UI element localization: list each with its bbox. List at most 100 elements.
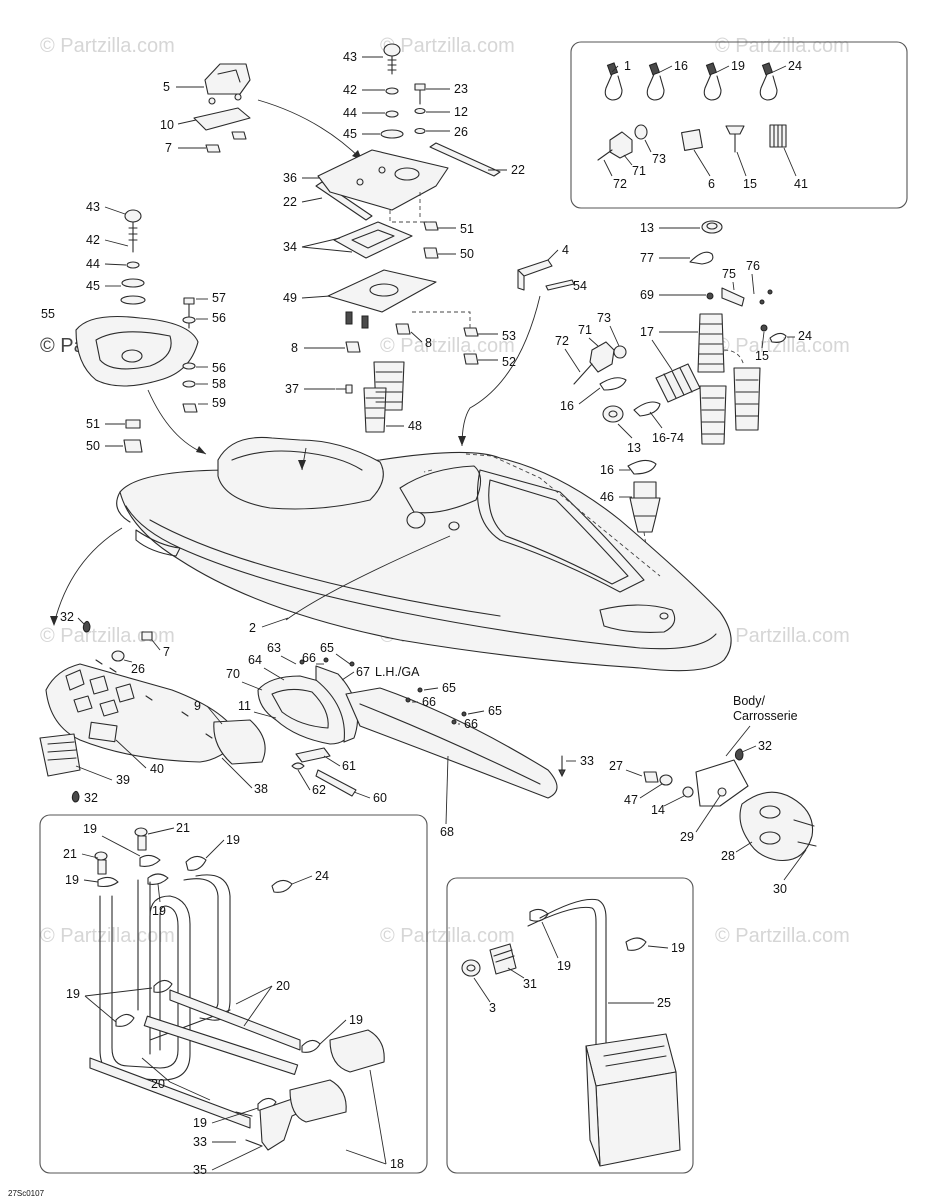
callout-17: 17 bbox=[640, 325, 654, 339]
callout-47: 47 bbox=[624, 793, 638, 807]
reboarding-handle-parts bbox=[89, 827, 385, 1151]
hardware-inset-parts bbox=[597, 62, 787, 161]
backing-plate bbox=[193, 107, 251, 131]
callout-55: 55 bbox=[41, 307, 55, 321]
gasket bbox=[333, 221, 413, 259]
battery-body bbox=[595, 1071, 681, 1167]
watermark-text: © Partzilla.com bbox=[715, 35, 850, 57]
callout-45: 45 bbox=[86, 279, 100, 293]
callout-31: 31 bbox=[523, 977, 537, 991]
callout-28: 28 bbox=[721, 849, 735, 863]
callout-60: 60 bbox=[373, 791, 387, 805]
callout-58: 58 bbox=[212, 377, 226, 391]
callout-76: 76 bbox=[746, 259, 760, 273]
center-bolt-stack bbox=[380, 43, 426, 139]
callout-32: 32 bbox=[60, 610, 74, 624]
handle-inset-box bbox=[39, 814, 428, 1174]
crossbar-tube bbox=[169, 989, 301, 1051]
callout-38: 38 bbox=[254, 782, 268, 796]
callout-73: 73 bbox=[652, 152, 666, 166]
hex-nut bbox=[205, 144, 221, 153]
callout-71: 71 bbox=[578, 323, 592, 337]
battery-inset-box bbox=[446, 877, 694, 1174]
callout-26: 26 bbox=[131, 662, 145, 676]
callout-14: 14 bbox=[651, 803, 665, 817]
callout-45: 45 bbox=[343, 127, 357, 141]
hardware-inset-box bbox=[570, 41, 908, 209]
callout-20: 20 bbox=[151, 1077, 165, 1091]
callout-21: 21 bbox=[176, 821, 190, 835]
cable-tie-19 bbox=[703, 62, 722, 101]
bracket-block bbox=[204, 63, 251, 95]
callout-53: 53 bbox=[502, 329, 516, 343]
battery-vent-parts bbox=[461, 898, 681, 1167]
callout-16-74: 16-74 bbox=[652, 431, 684, 445]
rod bbox=[545, 279, 575, 291]
callout-7: 7 bbox=[163, 645, 170, 659]
callout-27: 27 bbox=[609, 759, 623, 773]
callout-21: 21 bbox=[63, 847, 77, 861]
callout-59: 59 bbox=[212, 396, 226, 410]
callout-56: 56 bbox=[212, 361, 226, 375]
bellows-boot bbox=[363, 387, 387, 433]
callout-10: 10 bbox=[160, 118, 174, 132]
callout-65: 65 bbox=[442, 681, 456, 695]
callout-44: 44 bbox=[86, 257, 100, 271]
callout-75: 75 bbox=[722, 267, 736, 281]
callout-68: 68 bbox=[440, 825, 454, 839]
callout-46: 46 bbox=[600, 490, 614, 504]
rail-screws bbox=[405, 687, 467, 725]
callout-32: 32 bbox=[758, 739, 772, 753]
cable-tie-24 bbox=[759, 62, 778, 101]
connector-housing bbox=[589, 341, 615, 373]
bow-hatch bbox=[599, 604, 676, 633]
bumper-pad bbox=[289, 1079, 347, 1123]
bellows-boot bbox=[697, 313, 725, 373]
callout-69: 69 bbox=[640, 288, 654, 302]
handle-fasteners bbox=[182, 297, 198, 413]
grommet bbox=[634, 124, 648, 140]
callout-66: 66 bbox=[464, 717, 478, 731]
diagram-code: 27Sc0107 bbox=[8, 1189, 45, 1198]
callout-71: 71 bbox=[632, 164, 646, 178]
callout-77: 77 bbox=[640, 251, 654, 265]
callout-36: 36 bbox=[283, 171, 297, 185]
callout-33: 33 bbox=[580, 754, 594, 768]
callout-73: 73 bbox=[597, 311, 611, 325]
watermark-text: © Partzilla.com bbox=[715, 925, 850, 947]
callout-39: 39 bbox=[116, 773, 130, 787]
bolt-head bbox=[383, 43, 401, 57]
callout-42: 42 bbox=[86, 233, 100, 247]
callout-11: 11 bbox=[238, 699, 251, 713]
callout-72: 72 bbox=[613, 177, 627, 191]
callout-56: 56 bbox=[212, 311, 226, 325]
callout-30: 30 bbox=[773, 882, 787, 896]
callout-72: 72 bbox=[555, 334, 569, 348]
callout-62: 62 bbox=[312, 783, 326, 797]
callout-64: 64 bbox=[248, 653, 262, 667]
callout-6: 6 bbox=[708, 177, 715, 191]
nut bbox=[385, 87, 399, 95]
callout-19: 19 bbox=[193, 1116, 207, 1130]
latch-arm bbox=[315, 769, 357, 797]
callout-48: 48 bbox=[408, 419, 422, 433]
lens-cover bbox=[213, 719, 266, 765]
callout-51: 51 bbox=[86, 417, 100, 431]
trim-screws bbox=[299, 657, 355, 667]
callout-19: 19 bbox=[557, 959, 571, 973]
callout-66: 66 bbox=[422, 695, 436, 709]
callout-44: 44 bbox=[343, 106, 357, 120]
handle-tube bbox=[99, 895, 231, 1081]
callout-57: 57 bbox=[212, 291, 226, 305]
callout-19: 19 bbox=[83, 822, 97, 836]
right-cable-parts bbox=[655, 220, 787, 445]
mounting-plate bbox=[317, 149, 449, 211]
callout-43: 43 bbox=[86, 200, 100, 214]
callout-20: 20 bbox=[276, 979, 290, 993]
callout-67: 67 bbox=[356, 665, 370, 679]
callout-19: 19 bbox=[671, 941, 685, 955]
callout-1: 1 bbox=[624, 59, 631, 73]
callout-63: 63 bbox=[267, 641, 281, 655]
callout-51: 51 bbox=[460, 222, 474, 236]
